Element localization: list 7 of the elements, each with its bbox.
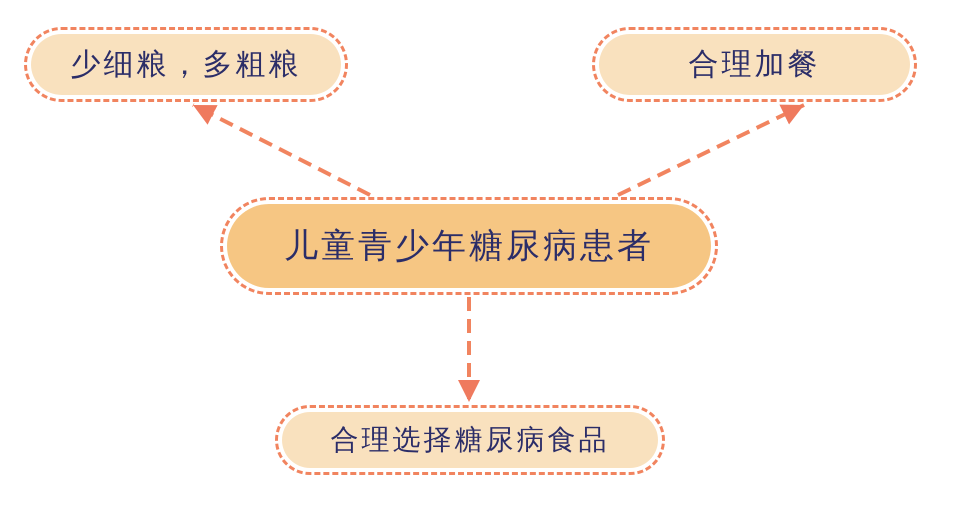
arrow: [192, 103, 371, 197]
topic-box: 合理加餐: [592, 27, 917, 102]
arrow: [458, 297, 480, 402]
arrow: [617, 103, 805, 197]
central-topic-box: 儿童青少年糖尿病患者: [220, 197, 718, 295]
topic-box: 少细粮，多粗粮: [24, 27, 348, 102]
topic-box: 合理选择糖尿病食品: [275, 405, 665, 475]
